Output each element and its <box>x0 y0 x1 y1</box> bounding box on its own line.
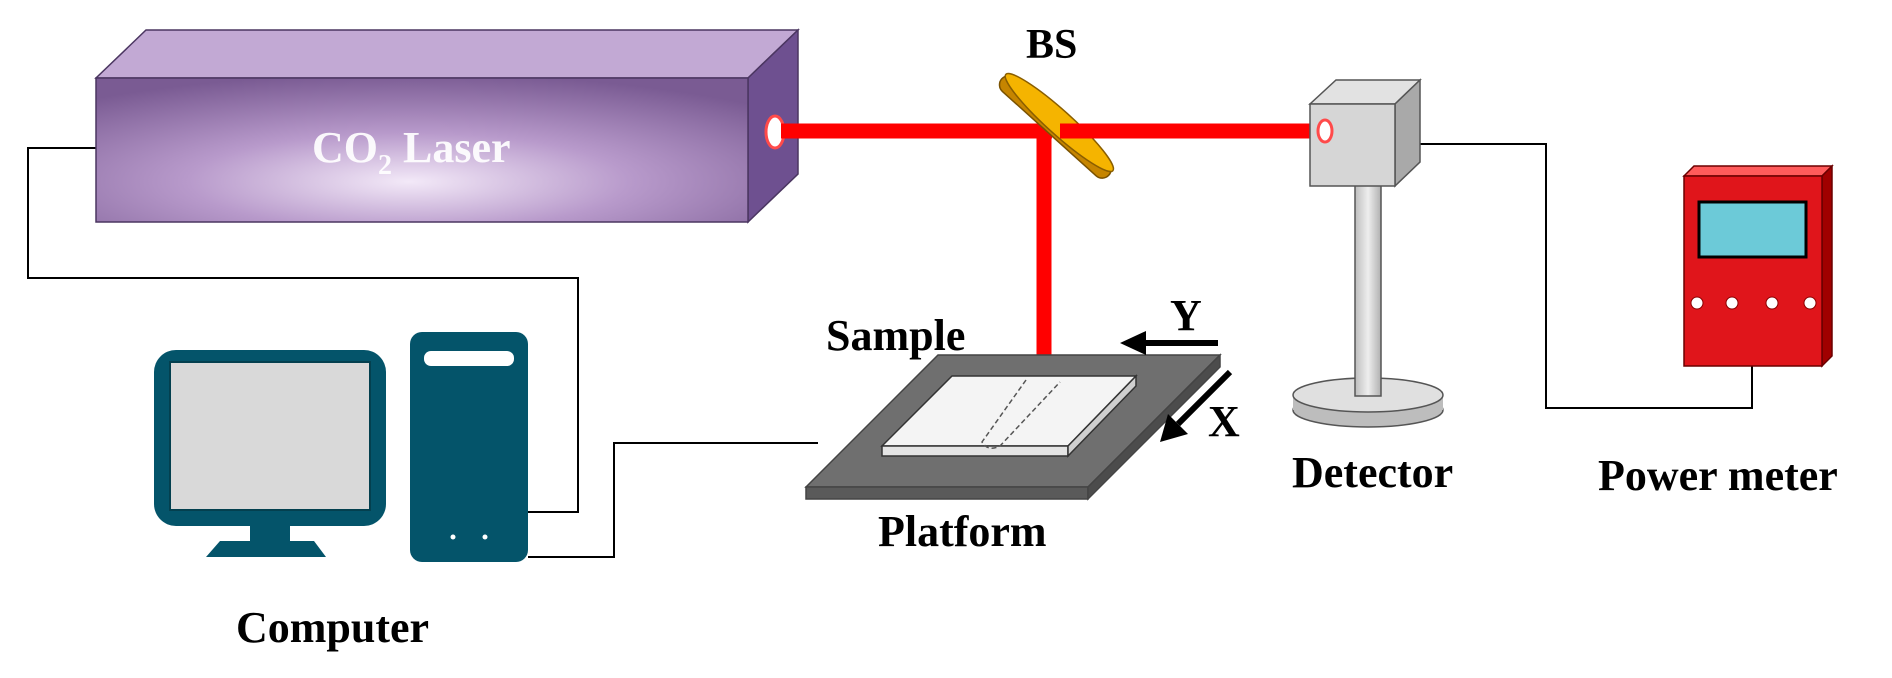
power-meter-knob <box>1803 296 1817 310</box>
laser-beam <box>781 120 1320 388</box>
detector-pole <box>1354 177 1382 397</box>
detector-head-front <box>1309 103 1396 187</box>
laser-label: CO2 Laser <box>312 123 511 181</box>
detector: Detector <box>1292 78 1453 497</box>
tower-drive-slot <box>424 351 514 366</box>
power-meter-label: Power meter <box>1598 451 1838 500</box>
computer: Computer <box>154 332 528 652</box>
laser-front-face <box>95 77 749 223</box>
translation-platform: Sample Platform <box>804 311 1222 556</box>
wire-detector-power-meter <box>1420 143 1753 409</box>
sample-plate-edge-right <box>1067 374 1137 458</box>
axis-x-label: X <box>1208 397 1240 446</box>
power-meter: Power meter <box>1598 164 1838 500</box>
power-meter-screen <box>1697 200 1808 259</box>
tower-led <box>482 534 488 540</box>
tower-led <box>450 534 456 540</box>
axis-y-arrow: Y <box>1120 291 1218 355</box>
wire-computer-platform <box>528 442 818 558</box>
power-meter-knob <box>1725 296 1739 310</box>
monitor-screen <box>169 361 371 511</box>
computer-label: Computer <box>236 603 429 652</box>
power-meter-knob <box>1690 296 1704 310</box>
monitor-stand-neck <box>250 524 290 541</box>
platform-right-side <box>1087 353 1221 501</box>
axis-y-label: Y <box>1170 291 1202 340</box>
sample-label: Sample <box>826 311 965 360</box>
monitor-stand-base <box>206 541 326 557</box>
co2-laser: CO2 Laser <box>94 28 800 224</box>
power-meter-side <box>1821 164 1833 368</box>
power-meter-knob <box>1765 296 1779 310</box>
wire-laser-computer <box>27 147 579 513</box>
platform-label: Platform <box>878 507 1047 556</box>
sample-plate-edge <box>881 445 1069 457</box>
platform-side <box>805 486 1089 500</box>
laser-top-face <box>94 29 800 79</box>
bs-label: BS <box>1026 22 1077 68</box>
power-meter-top <box>1682 165 1834 177</box>
detector-label: Detector <box>1292 448 1453 497</box>
laser-scan-track <box>981 379 1061 449</box>
beam-splitter: BS <box>998 22 1115 179</box>
detector-aperture <box>1316 118 1334 144</box>
axis-x-arrow: X <box>1160 369 1240 446</box>
computer-tower <box>410 332 528 562</box>
